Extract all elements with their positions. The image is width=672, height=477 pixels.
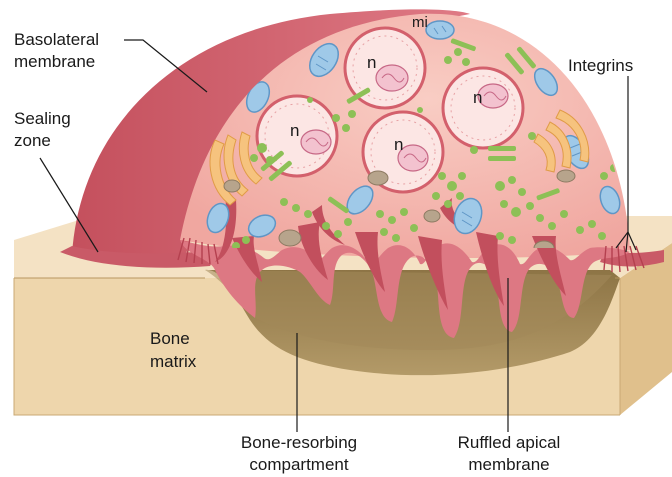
label-mitochondrion: mi bbox=[412, 14, 428, 31]
label-nucleus-top: n bbox=[367, 53, 376, 72]
label-basolateral-line1: Basolateral bbox=[14, 30, 99, 49]
label-sealing-line2: zone bbox=[14, 131, 51, 150]
label-ruffled-line1: Ruffled apical bbox=[458, 433, 561, 452]
label-integrins: Integrins bbox=[568, 56, 633, 75]
label-nucleus-right: n bbox=[473, 88, 482, 107]
label-ruffled-line2: membrane bbox=[468, 455, 549, 474]
label-nucleus-center: n bbox=[394, 135, 403, 154]
label-bone-matrix-line1: Bone bbox=[150, 329, 190, 348]
label-sealing-line1: Sealing bbox=[14, 109, 71, 128]
nucleus-right bbox=[443, 68, 523, 148]
label-resorbing-line2: compartment bbox=[249, 455, 348, 474]
label-resorbing-line1: Bone-resorbing bbox=[241, 433, 357, 452]
label-bone-matrix-line2: matrix bbox=[150, 352, 197, 371]
label-basolateral-line2: membrane bbox=[14, 52, 95, 71]
label-nucleus-left: n bbox=[290, 121, 299, 140]
